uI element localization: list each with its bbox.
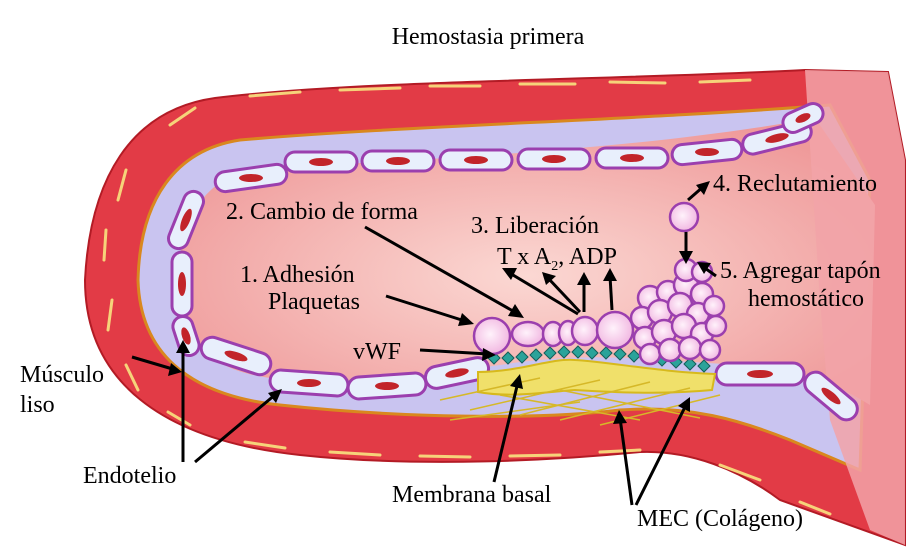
- platelets: [472, 201, 728, 366]
- label-platelets: Plaquetas: [268, 289, 360, 315]
- label-release: 3. Liberación: [471, 213, 599, 239]
- label-basement-membrane: Membrana basal: [392, 482, 552, 508]
- endothelium-top-nuclei: [239, 113, 811, 182]
- label-adhesion: 1. Adhesión: [240, 262, 355, 288]
- label-aggregate: 5. Agregar tapón: [720, 258, 881, 284]
- label-vwf: vWF: [353, 339, 401, 365]
- label-mediators: T x A2, ADP: [497, 244, 617, 274]
- label-smooth: liso: [20, 392, 55, 418]
- label-ecm: MEC (Colágeno): [637, 506, 803, 532]
- diagram-title: Hemostasia primera: [392, 24, 585, 50]
- recruited-platelet: [668, 201, 700, 233]
- label-shape-change: 2. Cambio de forma: [226, 199, 418, 225]
- shape-change-platelet: [510, 320, 546, 348]
- adhering-platelet: [472, 316, 512, 356]
- label-smooth-muscle: Músculo: [20, 362, 104, 388]
- endothelium-bottom-nuclei: [224, 350, 841, 405]
- label-hemostatic: hemostático: [748, 286, 864, 312]
- endothelium-bottom: [199, 335, 859, 422]
- vessel-cut-face: [805, 70, 905, 545]
- muscle-stripes: [102, 78, 832, 516]
- label-endothelium: Endotelio: [83, 463, 176, 489]
- endothelium-left-nuclei: [178, 208, 192, 345]
- label-recruitment: 4. Reclutamiento: [713, 171, 877, 197]
- pointer-arrows: [131, 181, 717, 506]
